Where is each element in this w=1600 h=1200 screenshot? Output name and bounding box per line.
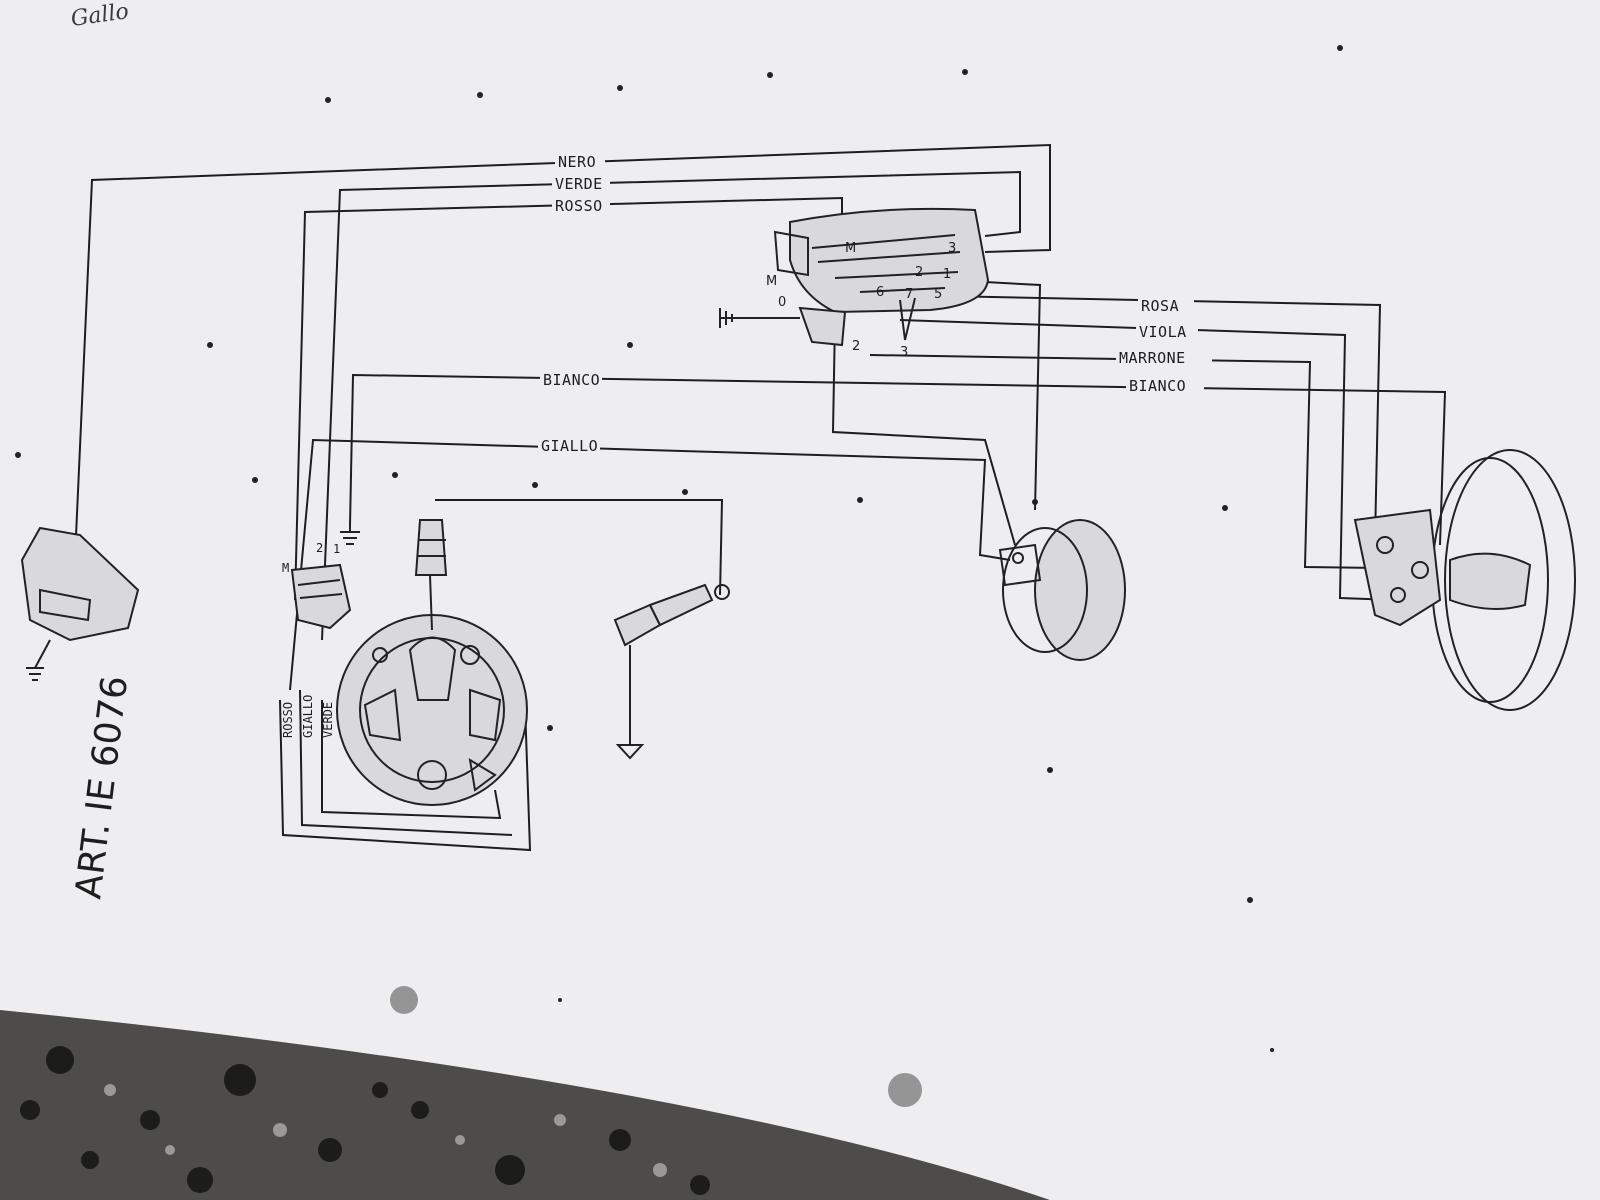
- wire-spark-plug: [435, 499, 724, 596]
- switch-terminal-1: 1: [943, 267, 951, 282]
- switch-terminal-m-upper: M: [845, 241, 856, 256]
- regulator-terminal-m: M: [282, 561, 289, 575]
- ground-symbol-switch: [719, 308, 800, 328]
- light-switch: M M 0 3 2 1 6 7 5 2 3: [766, 207, 990, 360]
- switch-terminal-2: 2: [915, 265, 923, 280]
- voltage-regulator: M 2 1: [282, 541, 352, 630]
- switch-terminal-6: 6: [876, 285, 884, 300]
- stator-plate: [336, 614, 528, 806]
- wire-nero: [71, 143, 1051, 626]
- tail-light-unit: [20, 526, 140, 681]
- horn: [998, 519, 1126, 661]
- punch-hole: [390, 986, 418, 1014]
- wire-giallo: [289, 438, 1011, 691]
- ground-symbol-plug: [615, 645, 645, 760]
- label-marrone: MARRONE: [1119, 349, 1186, 367]
- wire-rosa: [894, 294, 1382, 541]
- switch-terminal-7: 7: [905, 287, 913, 302]
- switch-output-3: 3: [900, 345, 908, 360]
- label-bianco-right: BIANCO: [1129, 377, 1186, 395]
- switch-terminal-3: 3: [948, 241, 956, 256]
- label-stator-verde: VERDE: [321, 702, 335, 738]
- label-rosso: ROSSO: [555, 197, 603, 215]
- wire-bianco-left: [349, 373, 1447, 546]
- top-wire-labels: NERO VERDE ROSSO: [552, 152, 610, 215]
- regulator-terminal-1: 1: [333, 542, 340, 556]
- switch-output-2: 2: [852, 339, 860, 354]
- right-wire-labels: ROSA VIOLA MARRONE BIANCO: [1116, 296, 1212, 395]
- switch-terminal-0: 0: [778, 295, 786, 310]
- photocopy-specks: [15, 45, 1343, 1052]
- label-giallo: GIALLO: [541, 437, 598, 455]
- label-bianco-middle: BIANCO: [543, 371, 600, 389]
- headlamp: [1353, 449, 1576, 711]
- ignition-coil: [414, 519, 448, 631]
- label-stator-rosso: ROSSO: [281, 702, 295, 738]
- label-nero: NERO: [558, 153, 596, 171]
- granite-light-speckles: [104, 1084, 667, 1177]
- switch-terminal-5: 5: [934, 287, 942, 302]
- label-rosa: ROSA: [1141, 297, 1179, 315]
- middle-wire-labels: BIANCO GIALLO: [538, 370, 602, 455]
- wire-viola: [899, 319, 1396, 601]
- wire-stator-loop: [279, 689, 532, 852]
- wire-switch-to-headlamp: [831, 281, 1042, 546]
- label-viola: VIOLA: [1139, 323, 1187, 341]
- spark-plug: [613, 583, 730, 647]
- regulator-terminal-2: 2: [316, 541, 323, 555]
- label-verde: VERDE: [555, 175, 603, 193]
- label-stator-giallo: GIALLO: [301, 695, 315, 738]
- ground-symbol-left: [340, 525, 360, 545]
- wire-verde: [321, 170, 1021, 641]
- punch-hole: [888, 1073, 922, 1107]
- switch-terminal-m-lower: M: [766, 274, 777, 289]
- wire-marrone: [869, 354, 1381, 569]
- granite-speckles: [20, 1046, 710, 1195]
- stator-wire-labels: ROSSO GIALLO VERDE: [281, 695, 335, 738]
